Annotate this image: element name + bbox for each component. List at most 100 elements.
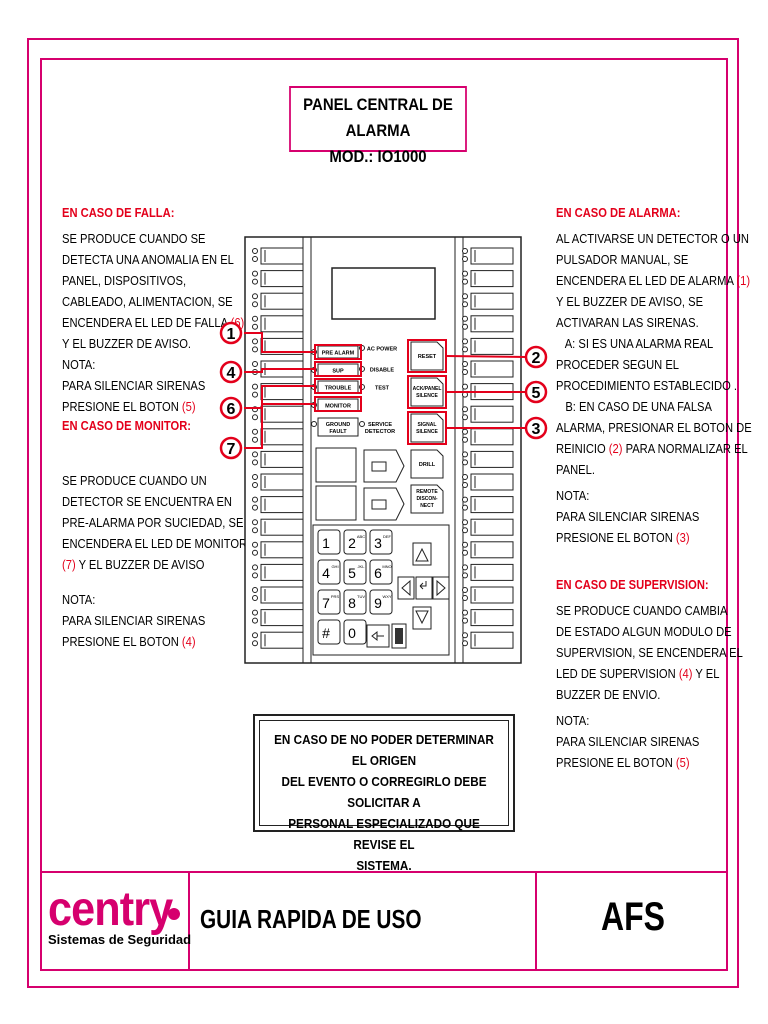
zone-window bbox=[470, 292, 514, 310]
button-label: DISCON- bbox=[416, 496, 437, 502]
button-label: SILENCE bbox=[416, 393, 438, 399]
text-line: Y EL BUZZER DE AVISO, SE bbox=[556, 294, 704, 309]
text-line: ENCENDERA EL LED DE MONITOR bbox=[62, 536, 248, 551]
zone-window bbox=[260, 428, 304, 446]
led-label: GROUND bbox=[326, 422, 350, 428]
zone-window bbox=[470, 450, 514, 468]
button-label: SILENCE bbox=[416, 429, 438, 435]
zone-window bbox=[260, 405, 304, 423]
zone-window bbox=[470, 405, 514, 423]
blank-slot-2 bbox=[315, 485, 357, 521]
button-label: DRILL bbox=[419, 462, 436, 468]
button-label: RESET bbox=[418, 354, 437, 360]
zone-window bbox=[260, 270, 304, 288]
text-line: PARA SILENCIAR SIRENAS bbox=[556, 734, 700, 749]
alarma-text: AL ACTIVARSE UN DETECTOR O UN PULSADOR M… bbox=[556, 228, 752, 480]
keypad-key bbox=[317, 529, 341, 555]
text-line: PRESIONE EL BOTON (3) bbox=[556, 527, 699, 548]
status-label: DETECTOR bbox=[365, 429, 395, 435]
zone-window bbox=[260, 631, 304, 649]
text-line: PANEL, DISPOSITIVOS, bbox=[62, 273, 187, 288]
status-label: DISABLE bbox=[370, 368, 394, 374]
monitor-heading: EN CASO DE MONITOR: bbox=[62, 418, 191, 433]
text-span: REINICIO bbox=[556, 441, 609, 456]
status-label: TEST bbox=[375, 386, 390, 392]
text-line: AL ACTIVARSE UN DETECTOR O UN bbox=[556, 231, 750, 246]
footer bbox=[40, 873, 728, 971]
button-label: ACK/PANEL bbox=[413, 386, 442, 392]
callout-number: 3 bbox=[532, 421, 541, 438]
notice-box: EN CASO DE NO PODER DETERMINAR EL ORIGEN… bbox=[253, 714, 515, 873]
key-letters: TUV bbox=[357, 594, 365, 599]
zone-window bbox=[470, 586, 514, 604]
text-span: PRESIONE EL BOTON bbox=[556, 530, 676, 545]
text-span: Y EL BUZZER DE AVISO bbox=[75, 557, 205, 572]
notice-line: PERSONAL ESPECIALIZADO QUE REVISE EL bbox=[288, 816, 480, 852]
brand-dot-icon bbox=[168, 908, 180, 920]
panel-button bbox=[410, 449, 444, 479]
text-line: SE PRODUCE CUANDO SE bbox=[62, 231, 206, 246]
text-line: PRESIONE EL BOTON (4) bbox=[62, 631, 205, 652]
led-label: FAULT bbox=[329, 429, 347, 435]
zone-window bbox=[470, 563, 514, 581]
text-line: PARA SILENCIAR SIRENAS bbox=[62, 378, 206, 393]
callout-circle bbox=[219, 321, 243, 345]
ref-led-7: (7) bbox=[62, 557, 76, 572]
text-span: PRESIONE EL BOTON bbox=[556, 755, 676, 770]
key-digit: 4 bbox=[322, 565, 330, 581]
zone-window bbox=[470, 631, 514, 649]
text-line: SE PRODUCE CUANDO UN bbox=[62, 473, 207, 488]
callout-number: 6 bbox=[227, 401, 236, 418]
text-line: NOTA: bbox=[62, 357, 96, 372]
text-line: PULSADOR MANUAL, SE bbox=[556, 252, 689, 267]
keypad-key bbox=[369, 529, 393, 555]
callout-circle bbox=[219, 396, 243, 420]
text-line: SE PRODUCE CUANDO CAMBIA bbox=[556, 603, 728, 618]
zone-window bbox=[470, 270, 514, 288]
text-line: A: SI ES UNA ALARMA REAL bbox=[556, 336, 714, 351]
text-line: DETECTOR SE ENCUENTRA EN bbox=[62, 494, 233, 509]
zone-window bbox=[470, 315, 514, 333]
text-line: ENCENDERA EL LED DE ALARMA (1) bbox=[556, 270, 752, 291]
brand-name: centry bbox=[48, 883, 173, 936]
monitor-text: SE PRODUCE CUANDO UN DETECTOR SE ENCUENT… bbox=[62, 470, 247, 575]
zones-right bbox=[462, 247, 514, 649]
key-letters: GHI bbox=[331, 564, 338, 569]
content-frame bbox=[40, 58, 728, 873]
nav-keys bbox=[366, 542, 450, 649]
led-label: MONITOR bbox=[325, 404, 351, 410]
document-code: AFS bbox=[601, 895, 665, 939]
zone-window bbox=[470, 360, 514, 378]
zone-window bbox=[470, 337, 514, 355]
key-digit: 9 bbox=[374, 595, 382, 611]
text-span: Y EL bbox=[692, 666, 720, 681]
zone-window bbox=[470, 247, 514, 265]
text-line: PARA SILENCIAR SIRENAS bbox=[62, 613, 206, 628]
text-span: ENCENDERA EL LED DE ALARMA bbox=[556, 273, 737, 288]
notice-line: EN CASO DE NO PODER DETERMINAR EL ORIGEN bbox=[274, 732, 494, 768]
led-area: PRE ALARMSUPTROUBLEMONITORGROUNDFAULTAC … bbox=[311, 345, 397, 437]
zone-window bbox=[470, 541, 514, 559]
callout-number: 5 bbox=[532, 385, 541, 402]
led-label: PRE ALARM bbox=[322, 351, 355, 357]
supervision-note: NOTA: PARA SILENCIAR SIRENAS PRESIONE EL… bbox=[556, 710, 699, 773]
ref-led-4: (4) bbox=[678, 666, 693, 681]
zone-window bbox=[470, 473, 514, 491]
callout-number: 2 bbox=[532, 350, 541, 367]
zone-window bbox=[260, 292, 304, 310]
status-label: AC POWER bbox=[367, 347, 397, 353]
supervision-text: SE PRODUCE CUANDO CAMBIA DE ESTADO ALGUN… bbox=[556, 600, 743, 705]
text-line: NOTA: bbox=[62, 592, 96, 607]
text-line: BUZZER DE ENVIO. bbox=[556, 687, 661, 702]
panel-button bbox=[410, 341, 444, 371]
ref-reset-2: (2) bbox=[608, 441, 623, 456]
key-digit: # bbox=[322, 625, 330, 641]
zone-window bbox=[260, 315, 304, 333]
text-line: PROCEDIMIENTO ESTABLECIDO . bbox=[556, 378, 737, 393]
ref-btn-3: (3) bbox=[675, 530, 690, 545]
blank-slot-1 bbox=[315, 447, 357, 483]
text-line: LED DE SUPERVISION (4) Y EL bbox=[556, 663, 743, 684]
status-label: SERVICE bbox=[368, 422, 392, 428]
key-digit: 3 bbox=[374, 535, 382, 551]
